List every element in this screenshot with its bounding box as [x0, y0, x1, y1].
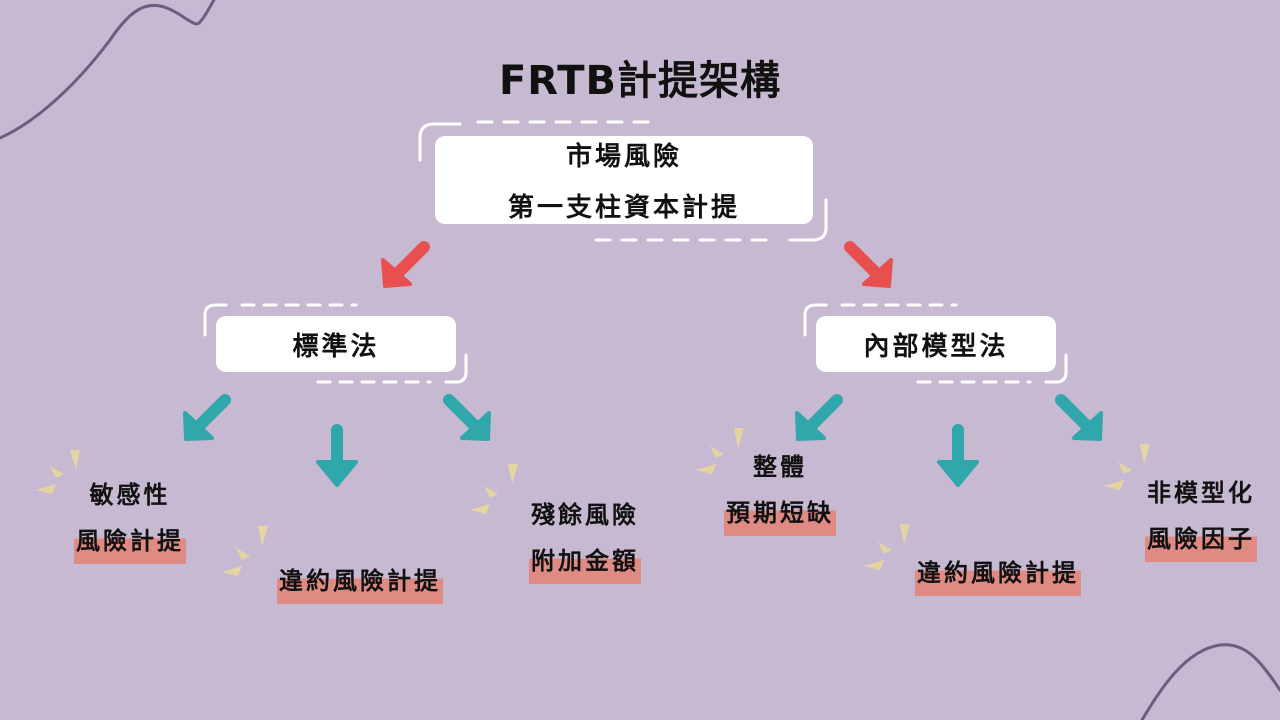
leaf-non-modellable-risk-factors: 非模型化 風險因子 [1122, 470, 1280, 562]
leaf-line2-highlighted: 預期短缺 [724, 490, 836, 536]
leaf-line2-highlighted: 風險因子 [1145, 516, 1257, 562]
arrow-to-nmrf-icon [1055, 394, 1103, 441]
leaf-line1: 殘餘風險 [531, 501, 639, 529]
diagram-title: FRTB計提架構 [498, 58, 782, 104]
leaf-residual-risk-addon: 殘餘風險 附加金額 [505, 492, 665, 584]
arrow-to-std-drc-icon [316, 424, 358, 487]
leaf-line2-highlighted: 違約風險計提 [277, 558, 443, 604]
node-label: 內部模型法 [863, 331, 1009, 362]
leaf-line1: 非模型化 [1147, 479, 1255, 507]
decorative-curve-bottom-right [1140, 643, 1280, 720]
leaf-line2-highlighted: 附加金額 [529, 538, 641, 584]
root-node-line2: 第一支柱資本計提 [507, 193, 740, 223]
arrow-to-expected-shortfall-icon [795, 394, 843, 441]
arrow-to-rrao-icon [443, 394, 491, 441]
leaf-expected-shortfall: 整體 預期短缺 [700, 444, 860, 536]
node-label: 標準法 [292, 331, 380, 362]
leaf-line2-highlighted: 風險計提 [74, 518, 186, 564]
root-node-line1: 市場風險 [565, 142, 682, 172]
leaf-sensitivity-charge: 敏感性 風險計提 [50, 472, 210, 564]
arrow-to-sensitivity-icon [183, 394, 231, 441]
leaf-line1: 整體 [753, 453, 807, 481]
arrow-to-ima-drc-icon [937, 424, 979, 487]
root-node: 市場風險 第一支柱資本計提 [435, 136, 813, 224]
leaf-line1: 敏感性 [89, 481, 171, 509]
standardized-approach-node: 標準法 [216, 316, 456, 372]
leaf-std-default-risk-charge: 違約風險計提 [250, 558, 470, 604]
arrow-to-standardized-icon [381, 241, 430, 288]
internal-model-approach-node: 內部模型法 [816, 316, 1056, 372]
leaf-ima-default-risk-charge: 違約風險計提 [888, 550, 1108, 596]
leaf-line2-highlighted: 違約風險計提 [915, 550, 1081, 596]
arrow-to-internal-model-icon [844, 241, 893, 288]
